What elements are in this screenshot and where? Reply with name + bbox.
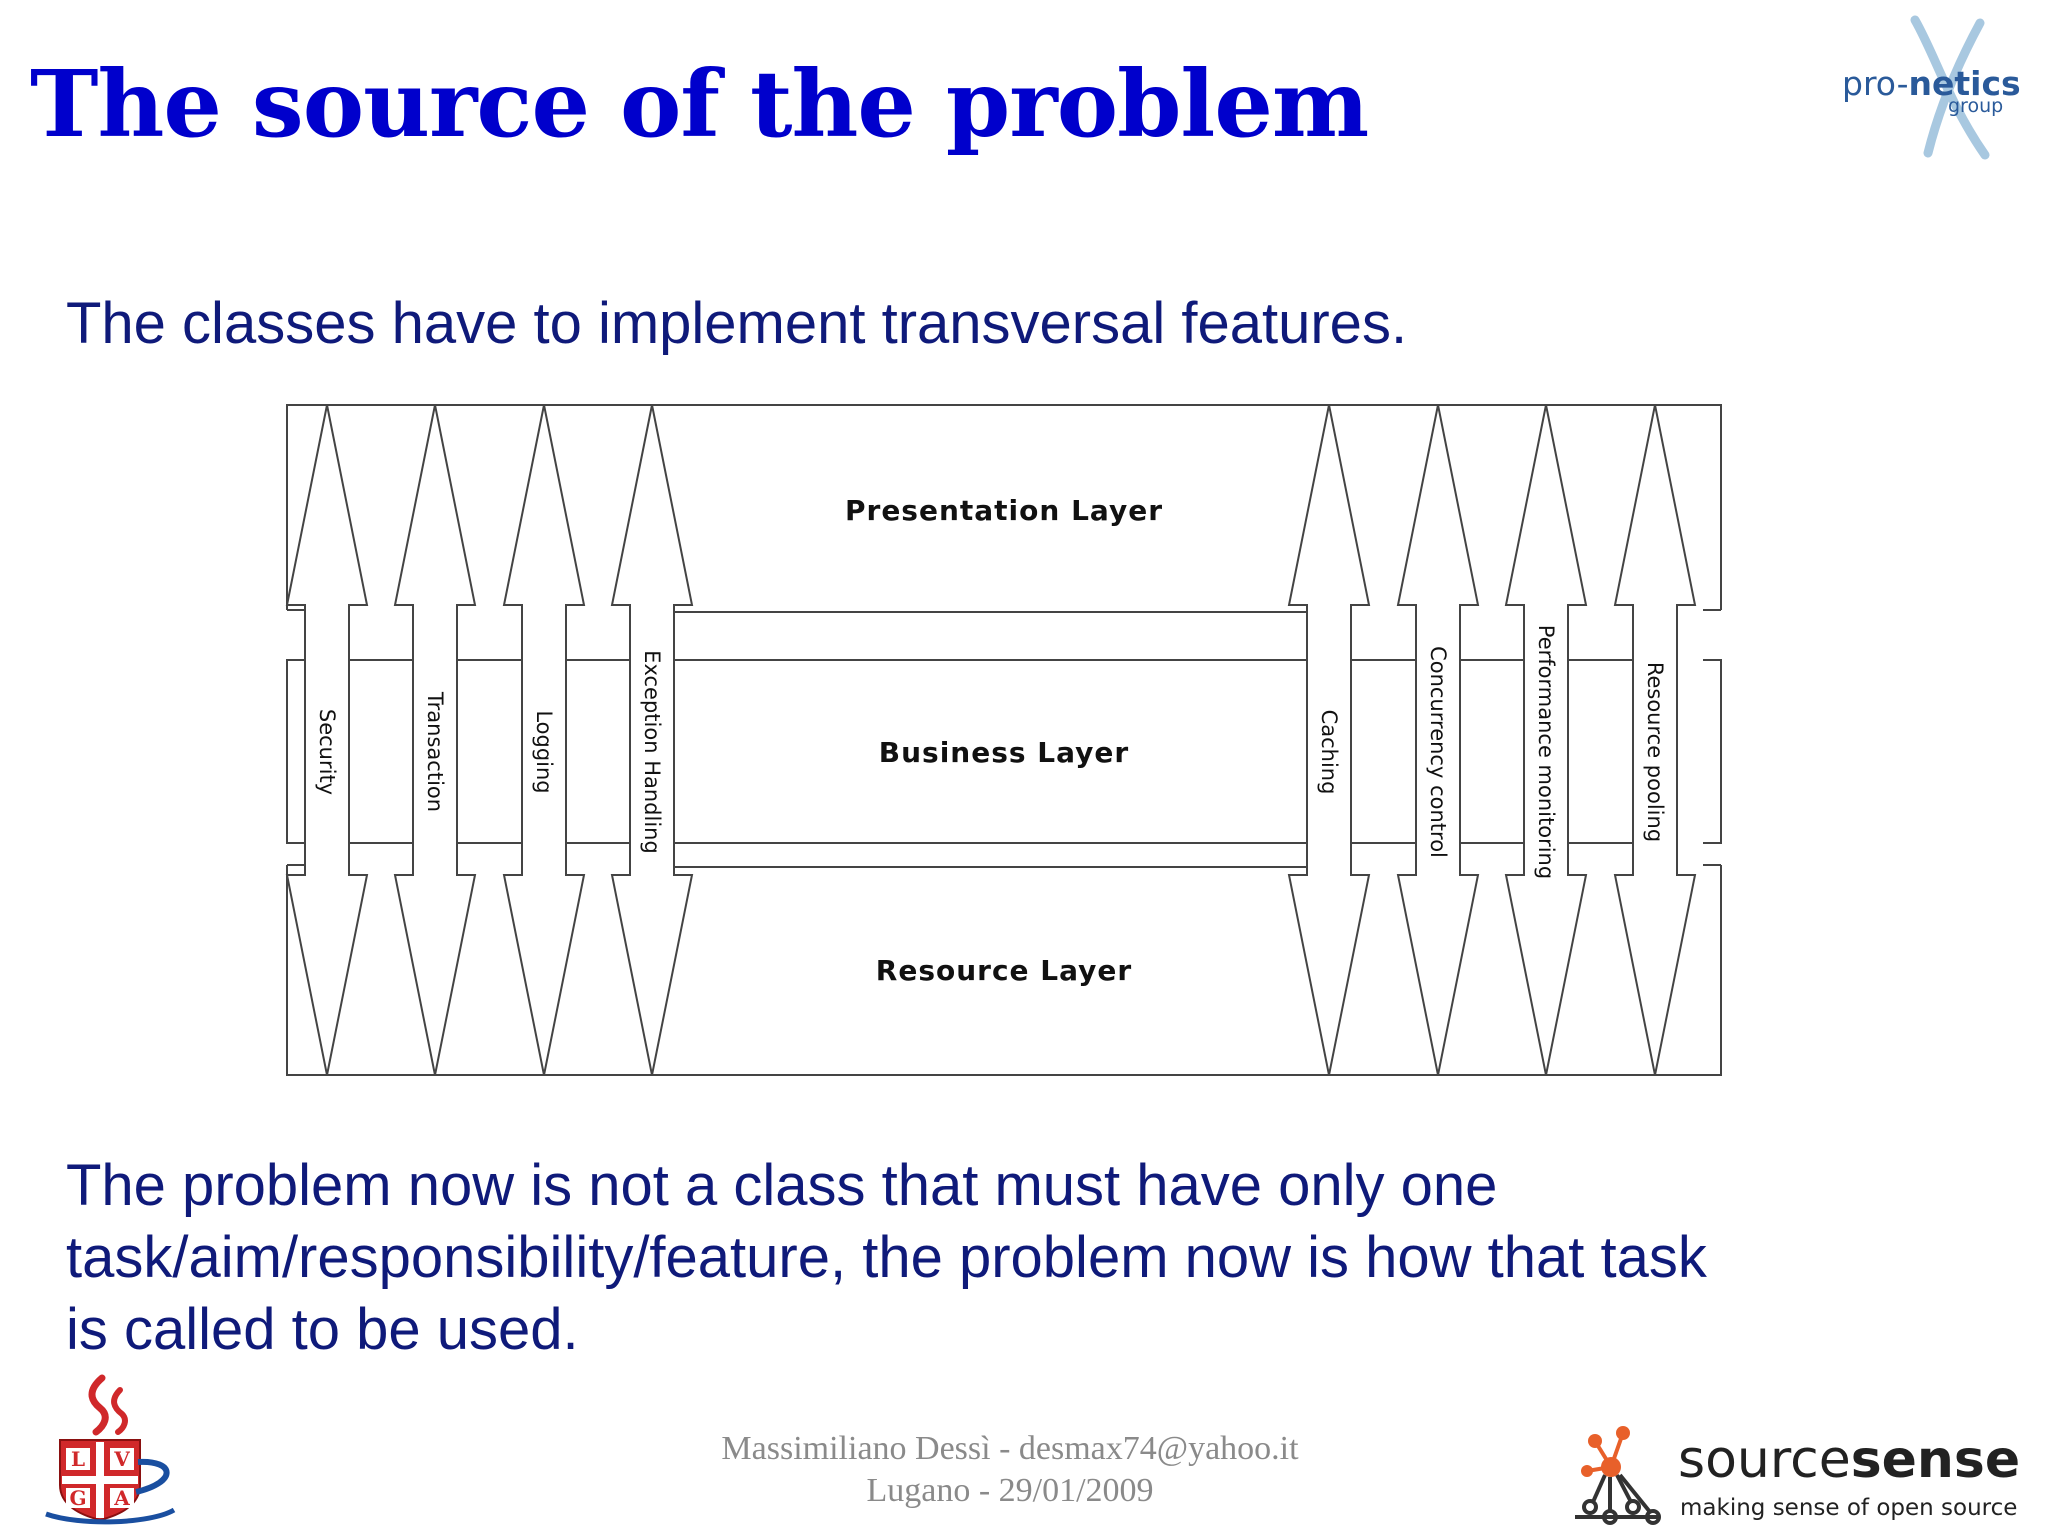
paragraph-line: The problem now is not a class that must… <box>66 1153 1498 1218</box>
layer-label-presentation: Presentation Layer <box>845 494 1163 527</box>
svg-text:pro-netics: pro-netics <box>1842 64 2021 103</box>
footer-author: Massimiliano Dessì - desmax74@yahoo.it <box>721 1430 1299 1467</box>
concern-arrow-left <box>502 404 586 1076</box>
svg-text:V: V <box>113 1447 130 1471</box>
svg-text:group: group <box>1948 95 2003 117</box>
concern-label: Resource pooling <box>1643 662 1667 842</box>
footer-place-date: Lugano - 29/01/2009 <box>866 1472 1154 1509</box>
paragraph-line: is called to be used. <box>66 1297 579 1362</box>
pronetics-logo: pro-netics group <box>1842 15 2021 160</box>
concern-label: Caching <box>1317 710 1341 795</box>
concern-arrow-left <box>285 404 369 1076</box>
concern-arrow-left <box>393 404 477 1076</box>
slide-subtitle: The classes have to implement transversa… <box>66 291 1408 356</box>
concern-label: Exception Handling <box>640 650 664 854</box>
concern-label: Performance monitoring <box>1534 625 1558 879</box>
resource-layer-box <box>286 865 1722 1076</box>
concern-arrow-right <box>1287 404 1371 1076</box>
jug-logo: L V G A <box>45 1374 176 1525</box>
layer-label-resource: Resource Layer <box>876 954 1132 987</box>
slide-footer: Massimiliano Dessì - desmax74@yahoo.it L… <box>600 1428 1420 1512</box>
svg-text:sourcesense: sourcesense <box>1678 1430 2020 1490</box>
concern-arrow-left <box>610 404 694 1076</box>
concern-label: Logging <box>532 710 556 793</box>
paragraph-line: task/aim/responsibility/feature, the pro… <box>66 1225 1707 1290</box>
slide-title: The source of the problem <box>30 50 1369 158</box>
concern-label: Concurrency control <box>1426 646 1450 858</box>
concern-arrow-right <box>1613 404 1697 1076</box>
concern-label: Transaction <box>423 691 447 812</box>
presentation-layer-box <box>286 404 1722 610</box>
layer-diagram: Presentation Layer Business Layer Resour… <box>285 404 1722 1076</box>
slide-paragraph: The problem now is not a class that must… <box>66 1150 1966 1366</box>
svg-text:making sense of open source: making sense of open source <box>1680 1495 2017 1521</box>
sourcesense-logo: sourcesense making sense of open source <box>1575 1426 2020 1525</box>
layer-label-business: Business Layer <box>879 736 1129 769</box>
concern-arrow-right <box>1504 404 1588 1076</box>
svg-text:A: A <box>113 1486 130 1510</box>
concern-arrow-right <box>1396 404 1480 1076</box>
svg-text:G: G <box>69 1486 86 1510</box>
concern-label: Security <box>315 709 339 795</box>
svg-text:L: L <box>71 1447 85 1471</box>
